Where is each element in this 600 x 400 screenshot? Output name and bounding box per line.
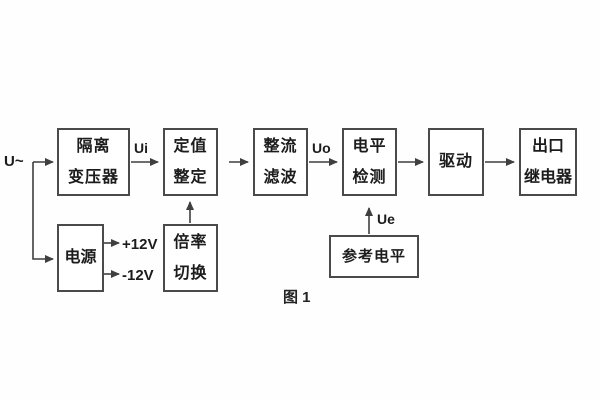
block-power-supply: 电源	[57, 224, 104, 292]
input-voltage-label: U~	[4, 153, 24, 170]
uo-signal-label: Uo	[312, 140, 331, 156]
block-label: 参考电平	[341, 248, 406, 265]
block-label: 检测	[352, 168, 387, 186]
block-label: 切换	[173, 264, 208, 282]
block-isolation-transformer: 隔离 变压器	[57, 128, 130, 196]
block-label: 电平	[352, 137, 387, 155]
block-reference-level: 参考电平	[329, 235, 419, 278]
block-label: 滤波	[263, 168, 298, 186]
block-ratio-switch: 倍率 切换	[163, 224, 218, 292]
block-label: 变压器	[67, 168, 119, 186]
ui-signal-label: Ui	[134, 140, 148, 156]
block-driver: 驱动	[428, 128, 484, 196]
block-label: 驱动	[438, 153, 473, 170]
minus-12v-label: -12V	[122, 267, 154, 284]
block-label: 倍率	[173, 233, 208, 251]
plus-12v-label: +12V	[122, 236, 158, 253]
ue-signal-label: Ue	[377, 211, 395, 227]
block-label: 隔离	[76, 137, 111, 155]
block-label: 整流	[263, 137, 298, 155]
block-setting-adjust: 定值 整定	[163, 128, 218, 196]
figure-caption: 图 1	[283, 289, 311, 306]
block-rectifier-filter: 整流 滤波	[253, 128, 308, 196]
block-level-detect: 电平 检测	[342, 128, 397, 196]
block-label: 出口	[531, 137, 564, 155]
block-label: 电源	[64, 249, 97, 266]
block-label: 整定	[173, 168, 208, 186]
block-label: 继电器	[523, 168, 572, 186]
block-label: 定值	[173, 137, 208, 155]
block-output-relay: 出口 继电器	[519, 128, 577, 196]
